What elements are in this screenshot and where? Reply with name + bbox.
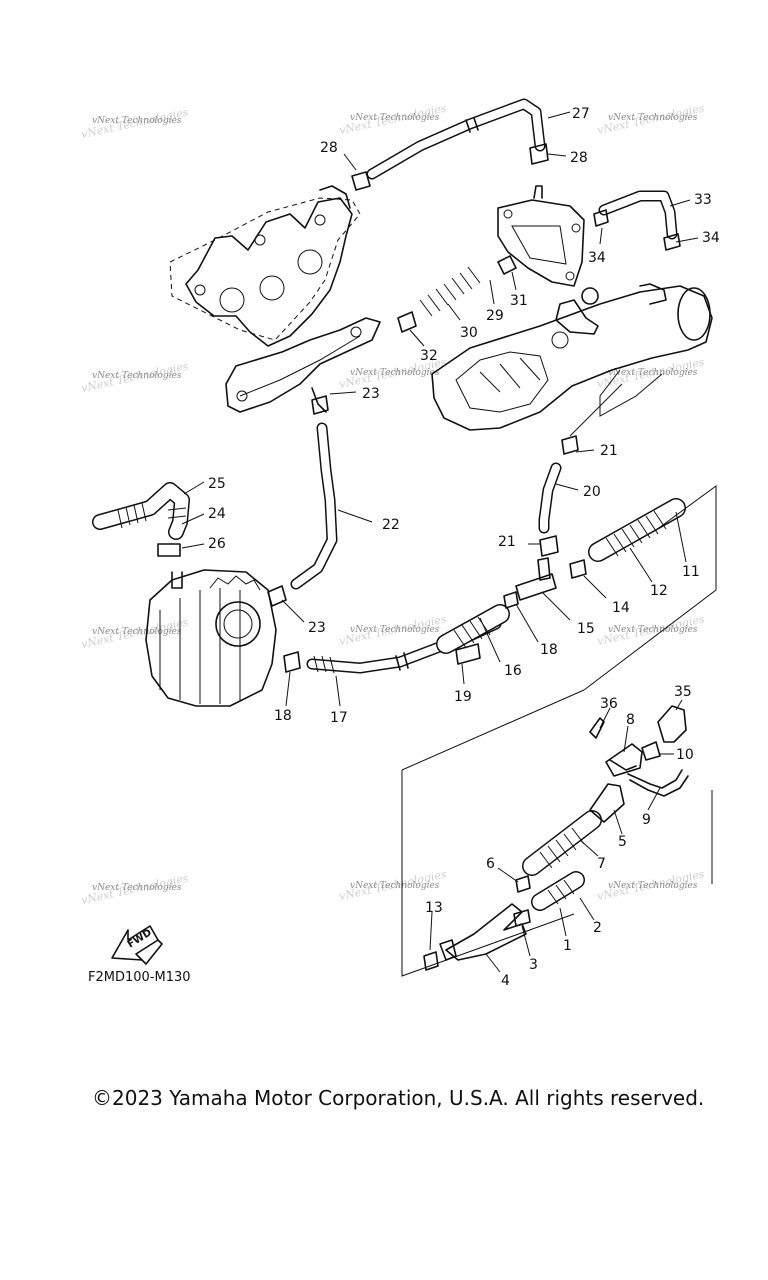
watermark: vNext Technologies bbox=[608, 113, 698, 123]
callout-32: 32 bbox=[420, 348, 438, 364]
callout-16: 16 bbox=[504, 663, 522, 679]
callout-27: 27 bbox=[572, 106, 590, 122]
intake-box bbox=[145, 569, 277, 707]
callout-8: 8 bbox=[626, 712, 635, 728]
watermark: vNext Technologies bbox=[350, 113, 440, 123]
watermark: vNext Technologies bbox=[92, 116, 182, 126]
copyright-notice: ©2023 Yamaha Motor Corporation, U.S.A. A… bbox=[92, 1086, 705, 1110]
watermark: vNext Technologies bbox=[350, 368, 440, 378]
callout-25: 25 bbox=[208, 476, 226, 492]
callout-21b: 21 bbox=[498, 534, 516, 550]
callout-4: 4 bbox=[501, 973, 510, 989]
callout-34: 34 bbox=[588, 250, 606, 266]
callout-19: 19 bbox=[454, 689, 472, 705]
callout-26: 26 bbox=[208, 536, 226, 552]
watermark: vNext Technologies bbox=[608, 368, 698, 378]
callout-23b: 23 bbox=[308, 620, 326, 636]
fwd-arrow-icon: FWD bbox=[111, 925, 163, 965]
fittings bbox=[157, 143, 689, 971]
callout-28b: 28 bbox=[570, 150, 588, 166]
callout-12: 12 bbox=[650, 583, 668, 599]
callout-24: 24 bbox=[208, 506, 226, 522]
callout-1: 1 bbox=[563, 938, 572, 954]
callout-33: 33 bbox=[694, 192, 712, 208]
callout-10: 10 bbox=[676, 747, 694, 763]
callout-numbers: 1 2 3 4 5 6 7 8 9 10 11 12 13 14 15 16 1… bbox=[208, 106, 720, 989]
callout-18b: 18 bbox=[540, 642, 558, 658]
callout-35: 35 bbox=[674, 684, 692, 700]
callout-15: 15 bbox=[577, 621, 595, 637]
callout-6: 6 bbox=[486, 856, 495, 872]
watermark: vNext Technologies bbox=[608, 881, 698, 891]
callout-13: 13 bbox=[425, 900, 443, 916]
callout-36: 36 bbox=[600, 696, 618, 712]
callout-2: 2 bbox=[593, 920, 602, 936]
callout-20: 20 bbox=[583, 484, 601, 500]
callout-leaders bbox=[181, 111, 699, 973]
exhaust-manifold bbox=[169, 185, 361, 347]
callout-34b: 34 bbox=[702, 230, 720, 246]
watermark: vNext Technologies bbox=[92, 371, 182, 381]
watermark: vNext Technologies bbox=[350, 881, 440, 891]
watermark: vNext Technologies bbox=[92, 627, 182, 637]
callout-23: 23 bbox=[362, 386, 380, 402]
watermark: vNext Technologies bbox=[608, 625, 698, 635]
callout-31: 31 bbox=[510, 293, 528, 309]
callout-22: 22 bbox=[382, 517, 400, 533]
watermark: vNext Technologies bbox=[92, 883, 182, 893]
hoses bbox=[92, 98, 686, 961]
assembly-frame bbox=[401, 369, 717, 977]
callout-18: 18 bbox=[274, 708, 292, 724]
callout-17: 17 bbox=[330, 710, 348, 726]
callout-29: 29 bbox=[486, 308, 504, 324]
water-box-muffler bbox=[431, 283, 713, 431]
drawing-code: F2MD100-M130 bbox=[88, 970, 191, 985]
callout-7: 7 bbox=[597, 856, 606, 872]
callout-30: 30 bbox=[460, 325, 478, 341]
callout-14: 14 bbox=[612, 600, 630, 616]
cover-plate bbox=[497, 185, 585, 287]
callout-21: 21 bbox=[600, 443, 618, 459]
callout-5: 5 bbox=[618, 834, 627, 850]
exhaust-pipe bbox=[225, 317, 381, 413]
callout-3: 3 bbox=[529, 957, 538, 973]
watermark: vNext Technologies bbox=[350, 625, 440, 635]
callout-28: 28 bbox=[320, 140, 338, 156]
callout-9: 9 bbox=[642, 812, 651, 828]
callout-11: 11 bbox=[682, 564, 700, 580]
